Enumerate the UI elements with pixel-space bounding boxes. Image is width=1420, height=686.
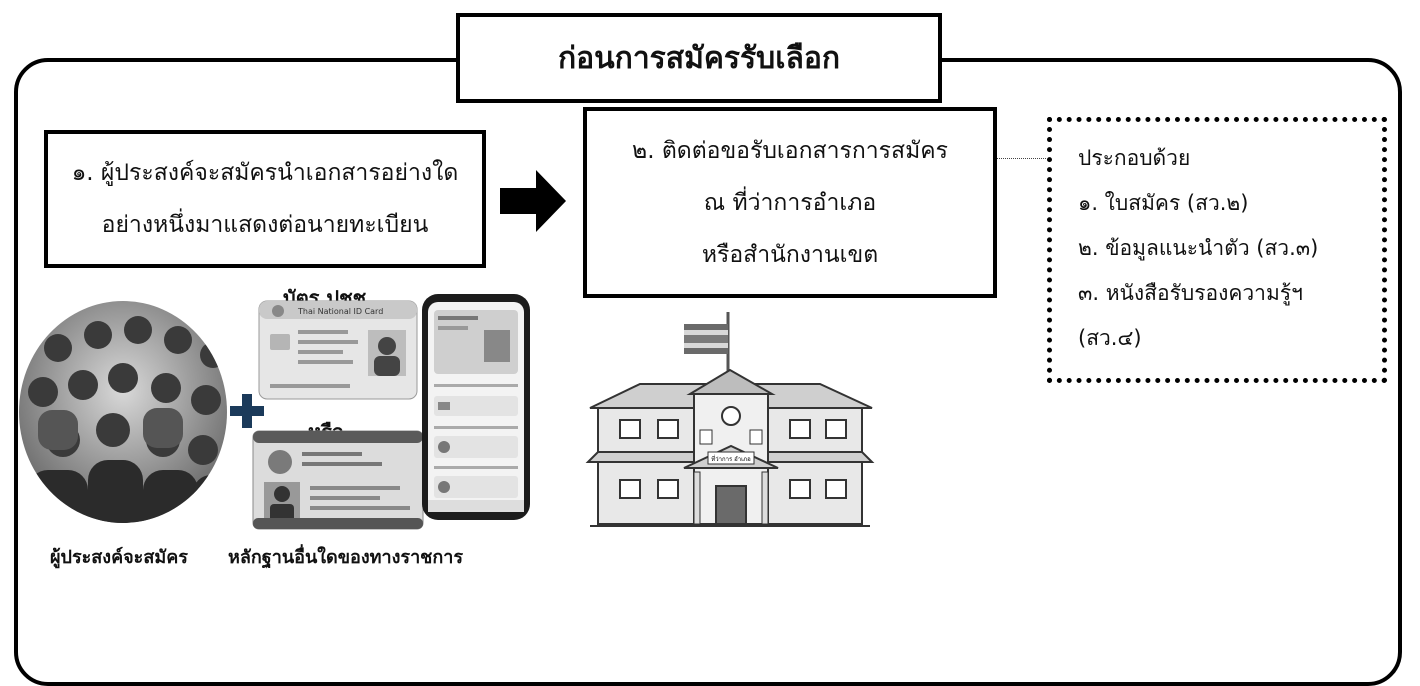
step2-line2: ณ ที่ว่าการอำเภอ	[703, 189, 877, 216]
phone-app-image	[422, 294, 530, 520]
plus-icon	[230, 394, 264, 428]
thai-flag-icon	[684, 324, 728, 354]
connector-line	[997, 158, 1048, 159]
applicants-photo	[19, 301, 227, 523]
step2-line1: ๒. ติดต่อขอรับเอกสารการสมัคร	[632, 137, 948, 164]
id-card-image: Thai National ID Card	[258, 300, 418, 400]
step2-line3: หรือสำนักงานเขต	[701, 241, 879, 268]
building-sign: ที่ว่าการ อำเภอ	[711, 455, 751, 463]
right-arrow-icon	[500, 170, 566, 232]
document-list-box: ประกอบด้วย ๑. ใบสมัคร (สว.๒) ๒. ข้อมูลแน…	[1047, 117, 1387, 383]
document-item: ๒. ข้อมูลแนะนำตัว (สว.๓)	[1078, 236, 1319, 260]
step1-box: ๑. ผู้ประสงค์จะสมัครนำเอกสารอย่างใด อย่า…	[44, 130, 486, 268]
step1-line2: อย่างหนึ่งมาแสดงต่อนายทะเบียน	[101, 212, 429, 238]
applicants-caption: ผู้ประสงค์จะสมัคร	[50, 547, 188, 568]
title-box: ก่อนการสมัครรับเลือก	[456, 13, 942, 103]
document-list-heading: ประกอบด้วย	[1078, 146, 1191, 170]
id-card-name: Thai National ID Card	[297, 307, 383, 316]
document-item: ๓. หนังสือรับรองความรู้ฯ	[1078, 281, 1303, 305]
step1-line1: ๑. ผู้ประสงค์จะสมัครนำเอกสารอย่างใด	[71, 160, 459, 186]
document-item: (สว.๔)	[1078, 326, 1142, 350]
page-title: ก่อนการสมัครรับเลือก	[557, 40, 841, 76]
document-item: ๑. ใบสมัคร (สว.๒)	[1078, 191, 1249, 215]
official-document-image	[252, 430, 424, 530]
other-evidence-caption: หลักฐานอื่นใดของทางราชการ	[228, 547, 464, 568]
step2-box: ๒. ติดต่อขอรับเอกสารการสมัคร ณ ที่ว่าการ…	[583, 107, 997, 298]
district-office-building: ที่ว่าการ อำเภอ	[585, 312, 875, 527]
